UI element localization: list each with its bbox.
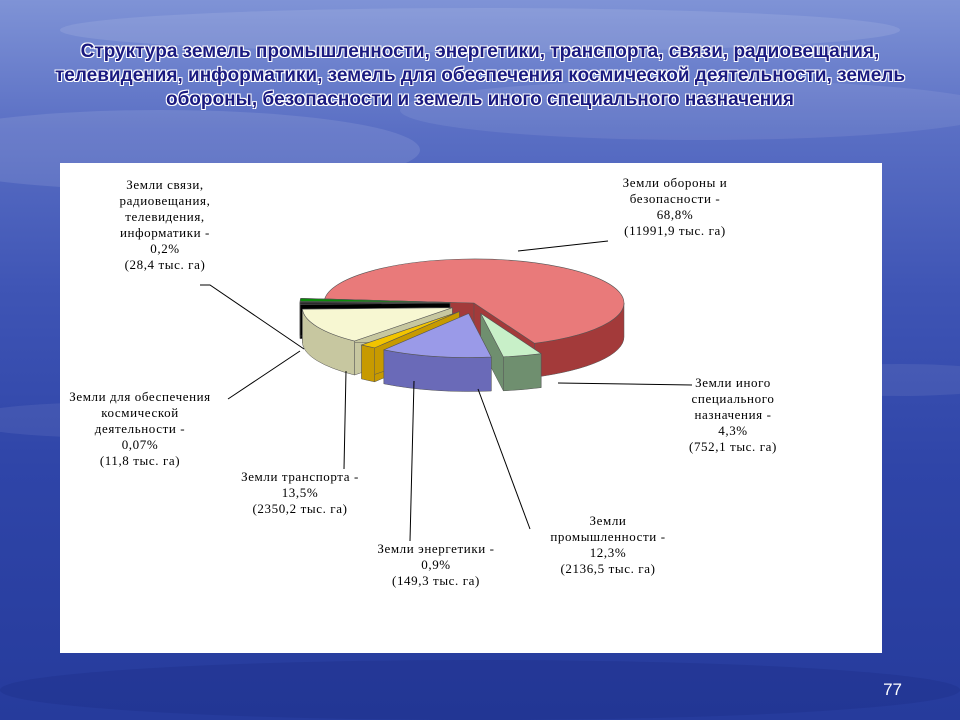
label-transport: Земли транспорта - 13,5% (2350,2 тыс. га… <box>241 469 359 516</box>
label-industry: Земли промышленности - 12,3% (2136,5 тыс… <box>550 513 666 576</box>
label-communications: Земли связи, радиовещания, телевидения, … <box>119 177 211 272</box>
pie-chart <box>200 240 693 542</box>
leader-line-other-special <box>557 382 693 386</box>
label-energy: Земли энергетики - 0,9% (149,3 тыс. га) <box>377 541 495 588</box>
slice-other-special <box>480 312 542 392</box>
leader-line-transport <box>343 370 347 470</box>
leader-line-defense <box>517 240 609 252</box>
chart-panel: Земли обороны и безопасности - 68,8% (11… <box>60 163 882 653</box>
label-defense: Земли обороны и безопасности - 68,8% (11… <box>622 175 728 238</box>
leader-line-space <box>227 350 301 400</box>
leader-line-industry <box>477 388 531 530</box>
page-number: 77 <box>883 680 902 699</box>
slice-industry <box>382 313 492 392</box>
leader-line-communications <box>200 284 305 350</box>
leader-line-energy <box>409 380 415 542</box>
label-space: Земли для обеспечения космической деятел… <box>69 389 211 468</box>
slide-title: Структура земель промышленности, энергет… <box>54 41 906 110</box>
label-other-special: Земли иного специального назначения - 4,… <box>689 375 777 454</box>
